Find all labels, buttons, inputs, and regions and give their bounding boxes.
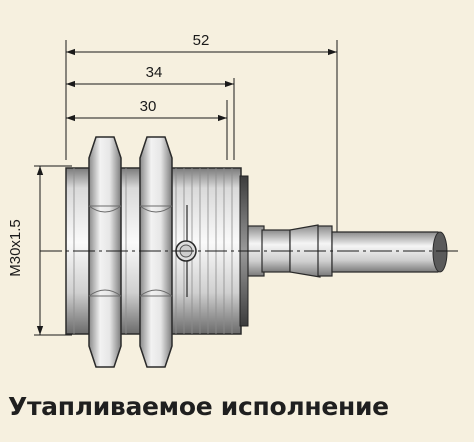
dim-label-thread-size: M30x1.5 xyxy=(7,219,24,277)
hex-nut-left xyxy=(88,136,122,368)
dim-label-overall: 52 xyxy=(193,32,210,49)
cable xyxy=(331,231,448,273)
dim-label-thread-length: 30 xyxy=(140,98,157,115)
hex-nut-right xyxy=(139,136,173,368)
sensor-drawing: 52 34 30 M30x1.5 xyxy=(7,32,462,368)
caption-title: Утапливаемое исполнение xyxy=(8,392,389,421)
dim-label-housing: 34 xyxy=(146,64,163,81)
